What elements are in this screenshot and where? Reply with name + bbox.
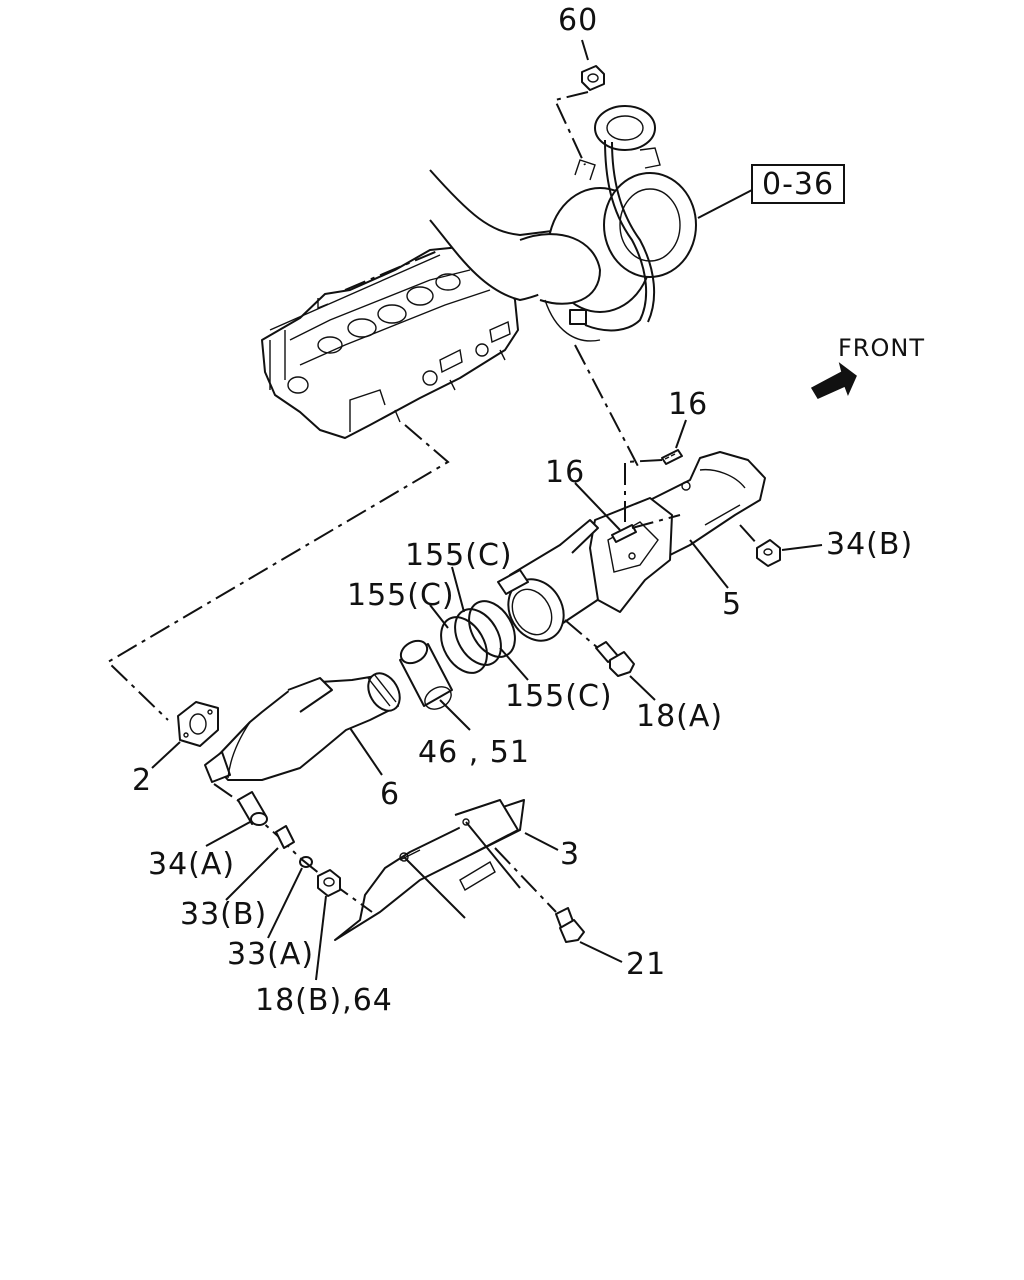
part-18b-64-nut (317, 869, 341, 897)
callout-18b-64: 18(B),64 (255, 983, 393, 1018)
part-34b-leader (781, 544, 823, 551)
part-60-dash-line (553, 91, 589, 166)
bolt-21-dash (494, 847, 557, 913)
part-18b-64-leader (315, 895, 327, 981)
heat-shield-3 (334, 799, 525, 941)
stud-16-mid-leader (574, 482, 621, 531)
sleeve-46-51 (399, 639, 453, 710)
exhaust-pipe-6 (204, 672, 401, 783)
part-34b-nut (756, 539, 781, 567)
bolt-21 (555, 907, 585, 943)
reference-label: 0-36 (762, 167, 834, 202)
part-2-leader (151, 741, 181, 769)
part-33b-leader (225, 847, 279, 901)
part-33a-washer (299, 856, 313, 868)
head-to-gasket-dash-line (106, 424, 450, 721)
part-60-leader (581, 39, 589, 61)
fastener-dash-line (213, 783, 373, 913)
callout-60: 60 (558, 3, 598, 38)
part-5-leader (689, 539, 729, 589)
stud-16-top-dash (624, 459, 663, 522)
stud-16-mid-dash (631, 514, 681, 529)
part-34a-leader (205, 821, 251, 847)
part-3-mount-line-2 (465, 821, 521, 889)
callout-155c-a: 155(C) (405, 538, 513, 573)
callout-33a: 33(A) (227, 937, 314, 972)
callout-5: 5 (722, 587, 742, 622)
stud-16-mid (611, 524, 637, 543)
callout-6: 6 (380, 777, 400, 812)
part-3-leader (524, 832, 559, 851)
part-3-mount-line (403, 856, 466, 919)
155c-b-leader (429, 604, 449, 629)
155c-a-leader (451, 566, 465, 613)
bolt-21-leader (579, 941, 623, 963)
part-33b-washer (275, 825, 295, 849)
callout-16-top: 16 (668, 387, 708, 422)
front-arrow-icon (810, 362, 857, 399)
part-60-nut (581, 65, 605, 91)
part-34b-dash (739, 524, 759, 546)
part-18a-leader (629, 675, 656, 701)
stud-16-top (661, 449, 683, 465)
callout-2: 2 (132, 763, 152, 798)
callout-155c-c: 155(C) (505, 679, 613, 714)
exhaust-manifold-5 (497, 451, 766, 642)
callout-21: 21 (626, 947, 666, 982)
callout-33b: 33(B) (180, 897, 267, 932)
reference-leader (697, 189, 753, 219)
callout-18a: 18(A) (636, 699, 723, 734)
callout-155c-b: 155(C) (347, 578, 455, 613)
turbocharger-drawing (429, 105, 697, 342)
part-34a-nut (237, 791, 268, 826)
callout-3: 3 (560, 837, 580, 872)
reference-box (751, 164, 845, 204)
callout-34b: 34(B) (826, 527, 913, 562)
turbo-to-manifold-dash-line (574, 344, 641, 471)
gasket-2 (177, 701, 219, 747)
callout-46-51: 46 , 51 (418, 735, 530, 770)
part-18a-dash (564, 619, 599, 649)
part-18a-bolt (595, 641, 635, 677)
part-46-51-leader (439, 699, 471, 731)
stud-16-top-leader (675, 419, 687, 449)
part-6-leader (349, 727, 383, 776)
front-label: FRONT (838, 334, 925, 362)
cylinder-head-drawing (261, 245, 519, 439)
155c-c-leader (499, 647, 529, 681)
part-33a-leader (267, 867, 303, 939)
callout-34a: 34(A) (148, 847, 235, 882)
callout-16-mid: 16 (545, 455, 585, 490)
